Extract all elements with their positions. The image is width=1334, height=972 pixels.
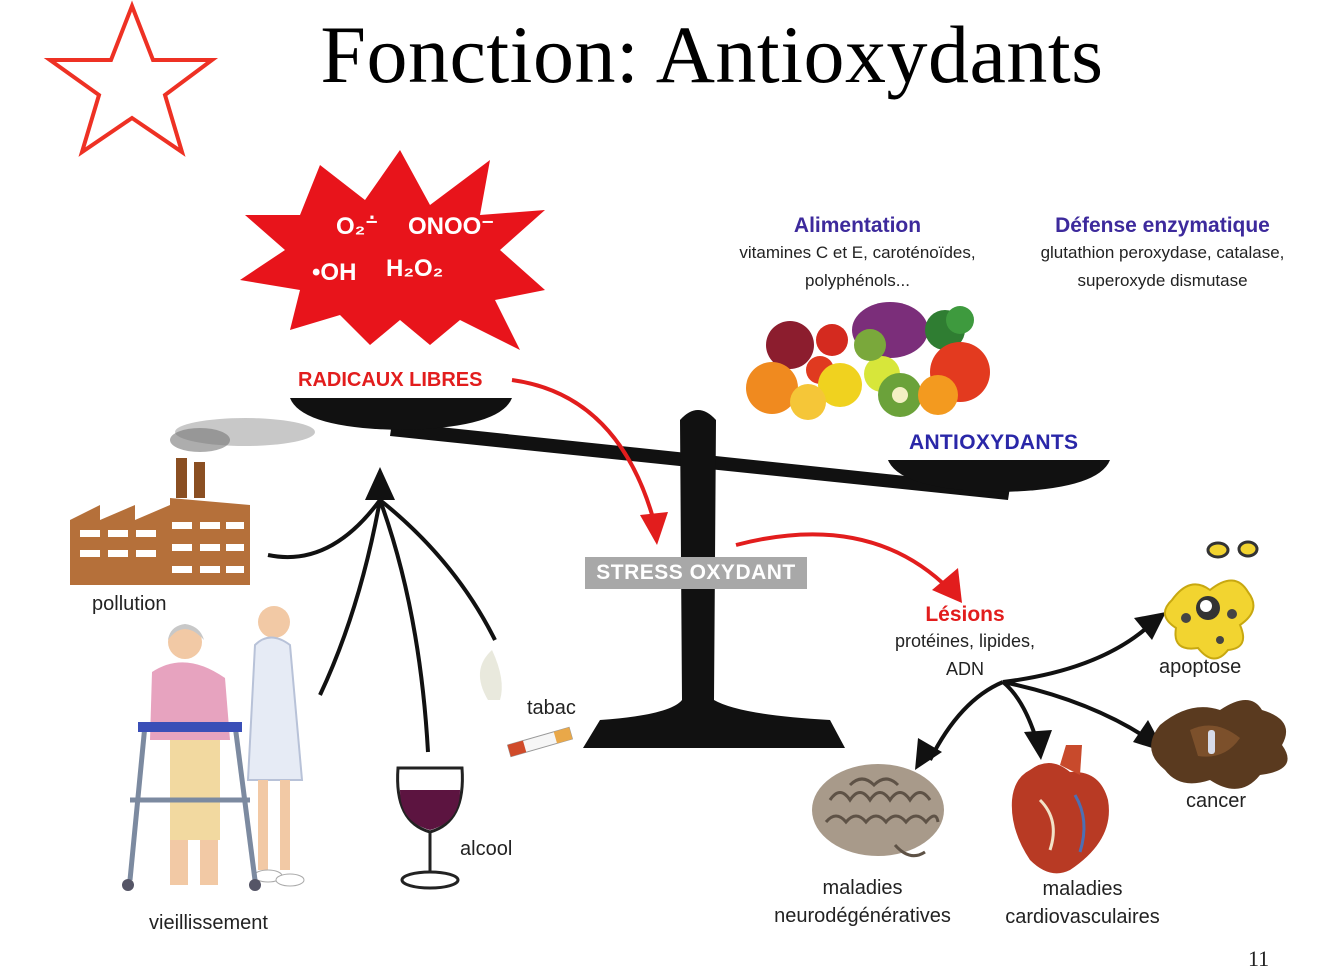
cardio-disease-label: maladies cardiovasculaires <box>985 875 1180 931</box>
alimentation-line1: vitamines C et E, caroténoïdes, <box>739 243 976 262</box>
alimentation-block: Alimentation vitamines C et E, caroténoï… <box>730 214 985 295</box>
formula-superoxide: O₂⁻̇ <box>336 213 378 240</box>
lesions-block: Lésions protéines, lipides, ADN <box>880 603 1050 683</box>
formula-hydroxyl: •OH <box>312 259 356 286</box>
neuro-line2: neurodégénératives <box>774 905 951 927</box>
fruits-vegetables-illustration <box>746 302 990 420</box>
alcool-label: alcool <box>460 838 513 860</box>
alimentation-line2: polyphénols... <box>805 271 910 290</box>
red-arrow-head-1 <box>640 512 668 545</box>
alimentation-heading: Alimentation <box>793 214 922 237</box>
neuro-disease-label: maladies neurodégénératives <box>755 874 970 930</box>
pollution-label: pollution <box>92 593 167 615</box>
cardio-line1: maladies <box>1042 878 1123 900</box>
cancer-label: cancer <box>1186 790 1247 812</box>
cardio-line2: cardiovasculaires <box>1005 906 1160 928</box>
free-radicals-burst <box>240 150 545 350</box>
right-pan <box>888 460 1110 492</box>
enzymatic-defense-block: Défense enzymatique glutathion peroxydas… <box>1030 214 1295 295</box>
apoptose-label: apoptose <box>1159 656 1242 678</box>
red-arrows <box>511 378 952 592</box>
stress-oxydant-label: STRESS OXYDANT <box>585 557 807 589</box>
cigarette-icon <box>479 650 574 758</box>
apoptosis-cell-icon <box>1164 540 1259 660</box>
page-number: 11 <box>1248 946 1270 971</box>
heart-icon <box>1011 745 1109 874</box>
enzymatic-defense-line1: glutathion peroxydase, catalase, <box>1040 243 1285 262</box>
factory-icon <box>70 418 315 585</box>
cancer-cell-icon <box>1151 700 1288 789</box>
elderly-with-nurse-illustration <box>122 603 305 891</box>
page-title: Fonction: Antioxydants <box>320 9 1104 100</box>
left-pan <box>290 398 512 430</box>
antioxydants-label: ANTIOXYDANTS <box>909 431 1079 454</box>
arrow-to-cardio <box>1024 730 1052 760</box>
wine-glass-icon <box>396 766 464 890</box>
neuro-line1: maladies <box>822 877 903 899</box>
enzymatic-defense-heading: Défense enzymatique <box>1055 214 1270 237</box>
up-arrow-head <box>365 467 395 500</box>
formula-peroxynitrite: ONOO⁻ <box>408 213 494 240</box>
lesions-line2: ADN <box>945 659 984 679</box>
lesions-heading: Lésions <box>925 603 1005 626</box>
source-arrows <box>267 498 497 753</box>
star-icon <box>43 0 219 157</box>
red-arrow-head-2 <box>932 568 962 603</box>
brain-icon <box>812 764 944 858</box>
vieillissement-label: vieillissement <box>149 912 268 934</box>
lesions-line1: protéines, lipides, <box>894 631 1036 651</box>
arrow-to-neuro <box>915 738 942 770</box>
radicaux-libres-label: RADICAUX LIBRES <box>298 369 483 391</box>
arrow-to-apoptose <box>1134 612 1166 640</box>
enzymatic-defense-line2: superoxyde dismutase <box>1077 271 1248 290</box>
tabac-label: tabac <box>527 697 576 719</box>
formula-hydrogen-peroxide: H₂O₂ <box>386 255 443 282</box>
